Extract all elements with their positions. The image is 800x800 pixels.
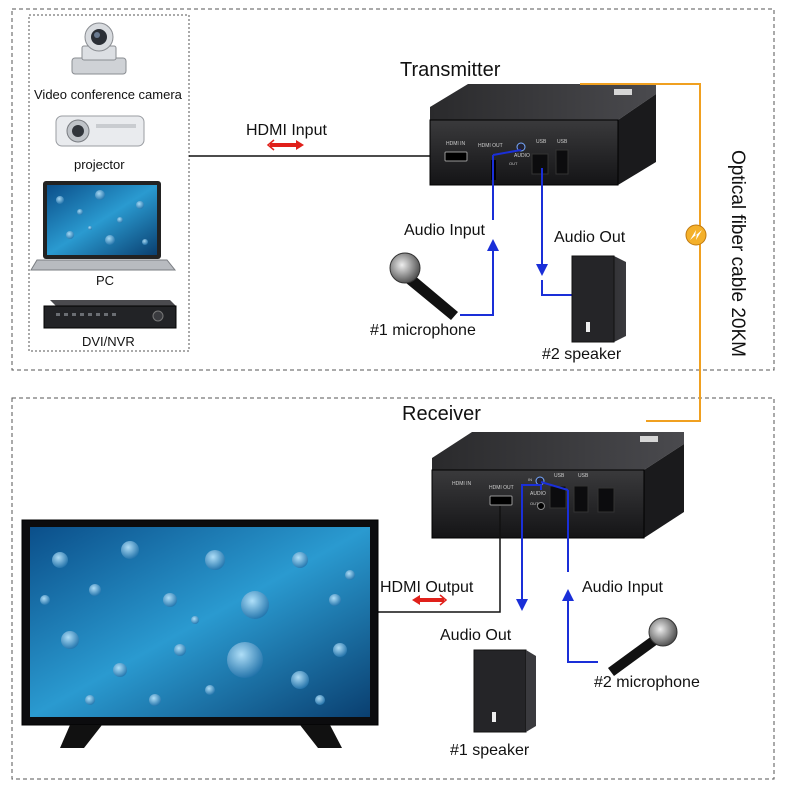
sources-frame: [28, 14, 190, 352]
rx-usb-label-1: USB: [554, 473, 565, 479]
speaker-1-icon: [473, 649, 536, 733]
source-label-pc: PC: [96, 273, 115, 288]
hdmi-output-arrow-icon: [412, 594, 448, 606]
fiber-link-icon: [685, 224, 707, 246]
hdmi-input-arrow-icon: [266, 139, 304, 151]
dvr-nvr-icon: [43, 300, 177, 329]
receiver-title: Receiver: [402, 403, 481, 425]
fiber-label-wrap: Optical fiber cable 20KM: [718, 150, 758, 410]
receiver-frame: [11, 397, 775, 780]
transmitter-title: Transmitter: [400, 59, 501, 81]
source-label-projector: projector: [74, 157, 125, 172]
audio-out-line-rx: [516, 484, 542, 611]
tx-hdmi-out-port-label: HDMI OUT: [478, 143, 503, 149]
source-label-dvr: DVI/NVR: [82, 334, 135, 349]
rx-audio-port-label: AUDIO: [530, 491, 546, 497]
audio-input-label-rx: Audio Input: [582, 579, 663, 596]
rx-hdmi-out-port-label: HDMI OUT: [489, 485, 514, 491]
rx-out-port-label: OUT: [530, 501, 539, 506]
speaker-1-label: #1 speaker: [450, 742, 530, 759]
speaker-2-label: #2 speaker: [542, 346, 622, 363]
tx-audio-port-label: AUDIO: [514, 153, 530, 159]
audio-input-label-tx: Audio Input: [404, 222, 485, 239]
tv-display-icon: [21, 519, 379, 748]
source-label-camera: Video conference camera: [34, 87, 182, 102]
transmitter-device: [429, 84, 656, 186]
hdmi-output-cable: [376, 506, 501, 613]
projector-icon: [55, 115, 145, 147]
rx-hdmi-in-port-label: HDMI IN: [452, 481, 472, 487]
rx-usb-label-2: USB: [578, 473, 589, 479]
audio-input-line-rx: [562, 589, 598, 663]
transmitter-frame: [11, 8, 775, 371]
fiber-label: Optical fiber cable 20KM: [727, 150, 748, 357]
microphone-1-icon: [389, 252, 458, 320]
audio-out-label-rx: Audio Out: [440, 627, 512, 644]
pc-laptop-icon: [30, 181, 177, 271]
tx-out-port-label: OUT: [509, 161, 518, 166]
microphone-2-label: #2 microphone: [594, 674, 700, 691]
audio-input-line-tx: [460, 239, 499, 316]
speaker-2-icon: [571, 255, 626, 343]
optical-fiber-cable: [580, 83, 701, 422]
hdmi-output-label: HDMI Output: [380, 579, 474, 596]
tx-usb-label-1: USB: [536, 139, 547, 145]
rx-in-port-label: IN: [528, 477, 532, 482]
microphone-2-icon: [608, 617, 678, 676]
audio-out-label-tx: Audio Out: [554, 229, 626, 246]
microphone-1-label: #1 microphone: [370, 322, 476, 339]
hdmi-input-label: HDMI Input: [246, 122, 327, 139]
receiver-device: [431, 432, 684, 539]
tx-usb-label-2: USB: [557, 139, 568, 145]
video-conference-camera-icon: [71, 22, 127, 75]
tx-hdmi-in-port-label: HDMI IN: [446, 141, 466, 147]
